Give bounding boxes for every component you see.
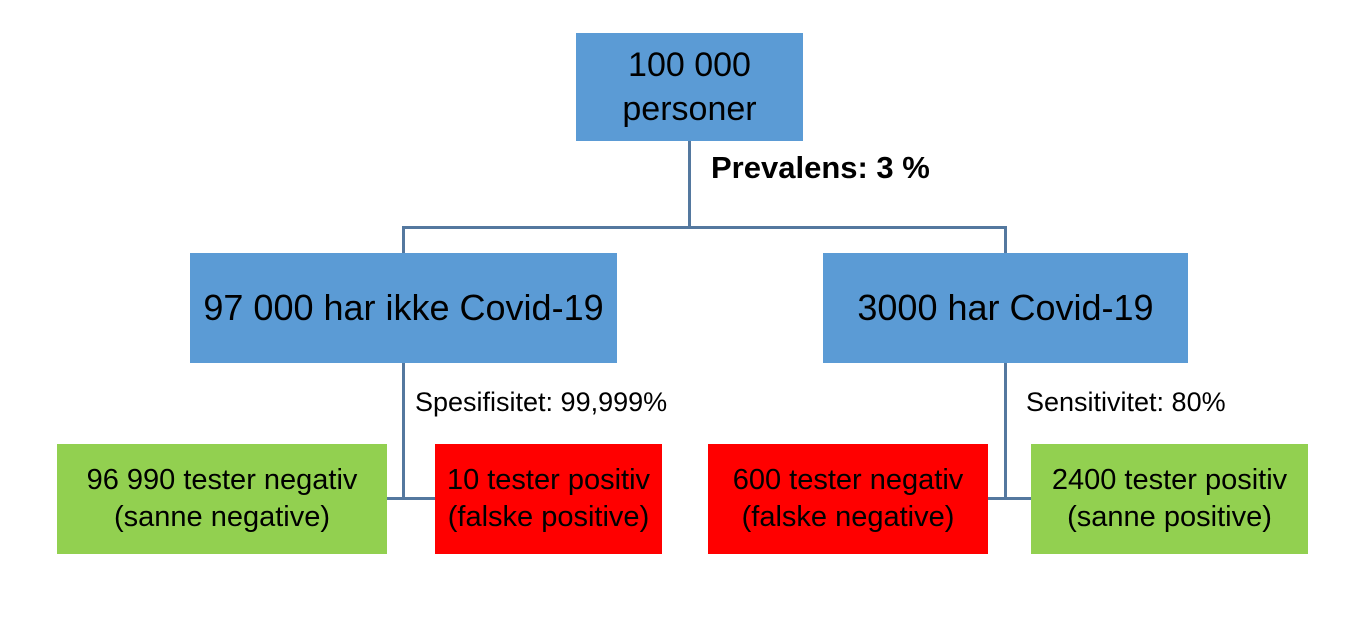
false-positive-box: 10 tester positiv (falske positive) xyxy=(435,444,662,554)
true-negative-box: 96 990 tester negativ (sanne negative) xyxy=(57,444,387,554)
population-unit: personer xyxy=(622,90,757,128)
population-box: 100 000 personer xyxy=(576,33,803,141)
false-negative-caption: (falske negative) xyxy=(741,501,955,533)
no-covid-box: 97 000 har ikke Covid-19 xyxy=(190,253,617,363)
false-positive-count: 10 tester positiv xyxy=(446,464,651,496)
false-negative-count: 600 tester negativ xyxy=(732,464,964,496)
left-subtree-stem-line xyxy=(402,363,405,500)
sensitivity-label: Sensitivitet: 80% xyxy=(1026,387,1226,417)
left-branch-stub-line xyxy=(402,226,405,254)
population-count: 100 000 xyxy=(628,46,751,84)
specificity-label: Spesifisitet: 99,999% xyxy=(415,387,668,417)
no-covid-text: 97 000 har ikke Covid-19 xyxy=(203,287,604,328)
true-negative-count: 96 990 tester negativ xyxy=(86,464,358,496)
right-branch-stub-line xyxy=(1004,226,1007,254)
true-negative-caption: (sanne negative) xyxy=(113,501,331,533)
root-stem-line xyxy=(688,141,691,228)
has-covid-text: 3000 har Covid-19 xyxy=(857,287,1154,328)
right-subtree-crossbar-line xyxy=(988,497,1031,500)
true-positive-count: 2400 tester positiv xyxy=(1051,464,1288,496)
level1-crossbar-line xyxy=(402,226,1007,229)
prevalence-label: Prevalens: 3 % xyxy=(711,150,930,185)
right-subtree-stem-line xyxy=(1004,363,1007,500)
true-positive-caption: (sanne positive) xyxy=(1067,501,1272,533)
false-negative-box: 600 tester negativ (falske negative) xyxy=(708,444,988,554)
false-positive-caption: (falske positive) xyxy=(447,501,650,533)
left-subtree-crossbar-line xyxy=(387,497,435,500)
true-positive-box: 2400 tester positiv (sanne positive) xyxy=(1031,444,1308,554)
has-covid-box: 3000 har Covid-19 xyxy=(823,253,1188,363)
